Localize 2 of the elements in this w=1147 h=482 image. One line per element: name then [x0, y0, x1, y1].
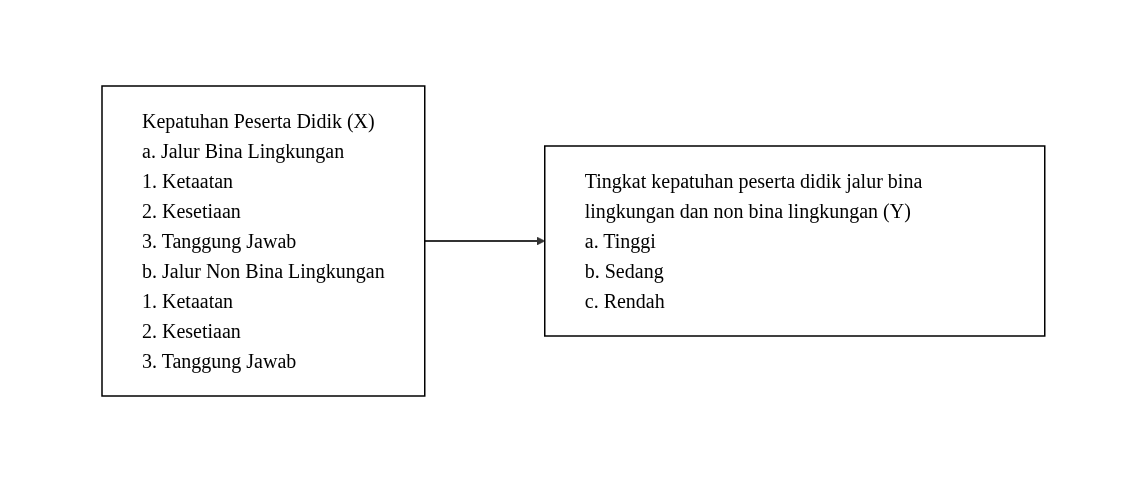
node-box: Kepatuhan Peserta Didik (X) a. Jalur Bina Lingkungan 1. Ketaatan 2. Kesetiaan 3. Tanggung Jawab b. Jalur Non Bina Lingkungan 1. Ketaatan 2. Kesetiaan 3. Tanggung Jawab	[101, 85, 426, 397]
node-box: Tingkat kepatuhan peserta didik jalur bina lingkungan dan non bina lingkungan (Y) a. Tinggi b. Sedang c. Rendah	[544, 145, 1046, 337]
